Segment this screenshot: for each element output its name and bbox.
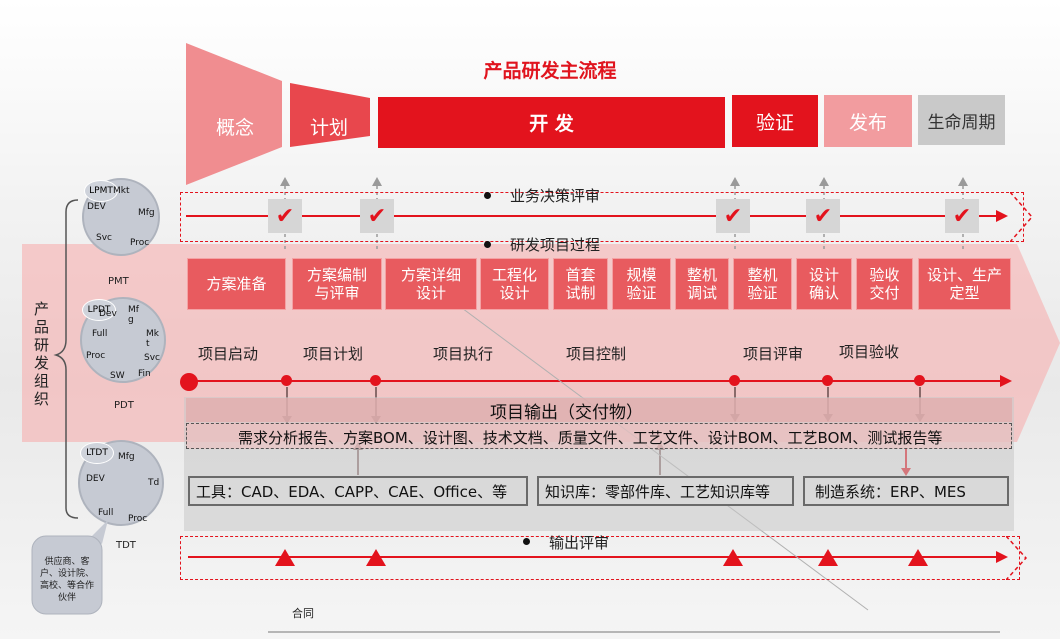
role-label: Mf g — [128, 305, 139, 325]
role-label: DEV — [87, 202, 106, 212]
decision-bullet — [484, 192, 491, 199]
process-step: 整机 调试 — [675, 258, 729, 310]
milestone-dot — [281, 375, 292, 386]
wheel-center: LPDT — [82, 299, 116, 321]
team-name: PDT — [114, 400, 134, 411]
team-name: PMT — [108, 276, 129, 287]
wheel-center: LPMT — [84, 180, 118, 202]
output-title-bar — [186, 398, 1012, 422]
process-step: 设计 确认 — [796, 258, 852, 310]
milestone-label: 项目计划 — [303, 345, 364, 363]
role-label: SW — [110, 371, 125, 381]
role-label: Mfg — [138, 208, 155, 218]
role-label: Mfg — [118, 452, 135, 462]
process-step: 方案详细 设计 — [385, 258, 477, 310]
footer-label: 合同 — [292, 607, 314, 620]
milestone-dot — [914, 375, 925, 386]
wheel-center: LTDT — [80, 442, 114, 464]
milestone-label: 项目验收 — [839, 343, 900, 361]
pdt-wheel: Dev Mf g Mk t Svc Fin SW Proc Full LPDT — [80, 297, 166, 383]
decision-lane-tip — [1010, 192, 1033, 242]
phase-develop: 开 发 — [378, 97, 725, 148]
process-step: 方案准备 — [187, 258, 286, 310]
milestone-dot — [822, 375, 833, 386]
output-review-bullet — [523, 538, 530, 545]
role-label: Mkt — [113, 186, 130, 196]
org-label: 产品研发组织 — [34, 300, 50, 408]
page-title: 产品研发主流程 — [483, 60, 617, 82]
milestone-label: 项目执行 — [433, 345, 494, 363]
mfg-system-box: 制造系统：ERP、MES — [803, 476, 1009, 506]
review-triangle — [275, 549, 295, 566]
decision-lane — [180, 192, 1024, 242]
review-triangle — [908, 549, 928, 566]
phase-lifecycle: 生命周期 — [918, 95, 1005, 145]
review-triangle — [366, 549, 386, 566]
tdt-wheel: Mfg Td Proc Full DEV LTDT — [78, 440, 164, 526]
milestone-dot — [370, 375, 381, 386]
role-label: Dev — [99, 309, 117, 319]
role-label: Proc — [130, 238, 150, 248]
output-review-tip — [1006, 536, 1028, 580]
process-step: 设计、生产 定型 — [918, 258, 1011, 310]
output-items: 需求分析报告、方案BOM、设计图、技术文档、质量文件、工艺文件、设计BOM、工艺… — [238, 429, 943, 447]
check-icon: ✔ — [360, 199, 394, 233]
phase-verify: 验证 — [732, 95, 818, 147]
output-title: 项目输出（交付物） — [490, 403, 643, 423]
role-label: Proc — [86, 351, 106, 361]
review-triangle — [723, 549, 743, 566]
check-icon: ✔ — [268, 199, 302, 233]
process-bullet — [484, 241, 491, 248]
role-label: Td — [148, 478, 160, 488]
role-label: Full — [98, 508, 114, 518]
review-triangle — [818, 549, 838, 566]
process-step: 首套 试制 — [553, 258, 608, 310]
milestone-label: 项目启动 — [198, 345, 259, 363]
process-step: 验收 交付 — [856, 258, 913, 310]
tools-box: 工具：CAD、EDA、CAPP、CAE、Office、等 — [188, 476, 528, 506]
process-step: 工程化 设计 — [480, 258, 549, 310]
output-items-box — [186, 423, 1012, 449]
phase-release: 发布 — [824, 95, 912, 147]
decision-lane-label: 业务决策评审 — [510, 187, 601, 205]
role-label: Mk t — [146, 329, 159, 349]
process-lane-label: 研发项目过程 — [510, 236, 601, 254]
partners-bubble-shape — [31, 520, 108, 615]
milestone-start-dot — [180, 373, 198, 391]
role-label: DEV — [86, 474, 105, 484]
process-step: 整机 验证 — [733, 258, 792, 310]
check-icon: ✔ — [806, 199, 840, 233]
pmt-wheel: Mkt Mfg Proc Svc DEV LPMT — [82, 178, 160, 256]
output-review-lane — [180, 536, 1020, 580]
role-label: Full — [92, 329, 108, 339]
milestone-dot — [729, 375, 740, 386]
output-review-label: 输出评审 — [549, 534, 610, 552]
role-label: Proc — [128, 514, 148, 524]
phase-plan: 计划 — [309, 116, 348, 139]
milestone-label: 项目控制 — [566, 345, 627, 363]
role-label: Svc — [96, 233, 112, 243]
funnel-shape — [186, 43, 370, 185]
team-name: TDT — [116, 540, 136, 551]
process-step: 规模 验证 — [612, 258, 671, 310]
phase-concept: 概念 — [215, 116, 254, 139]
knowledge-box: 知识库：零部件库、工艺知识库等 — [537, 476, 794, 506]
check-icon: ✔ — [945, 199, 979, 233]
process-step: 方案编制 与评审 — [292, 258, 382, 310]
milestone-label: 项目评审 — [743, 345, 804, 363]
check-icon: ✔ — [716, 199, 750, 233]
partners-text: 供应商、客户、设计院、高校、等合作伙伴 — [39, 557, 94, 603]
role-label: Svc — [144, 353, 160, 363]
role-label: Fin — [138, 369, 151, 379]
